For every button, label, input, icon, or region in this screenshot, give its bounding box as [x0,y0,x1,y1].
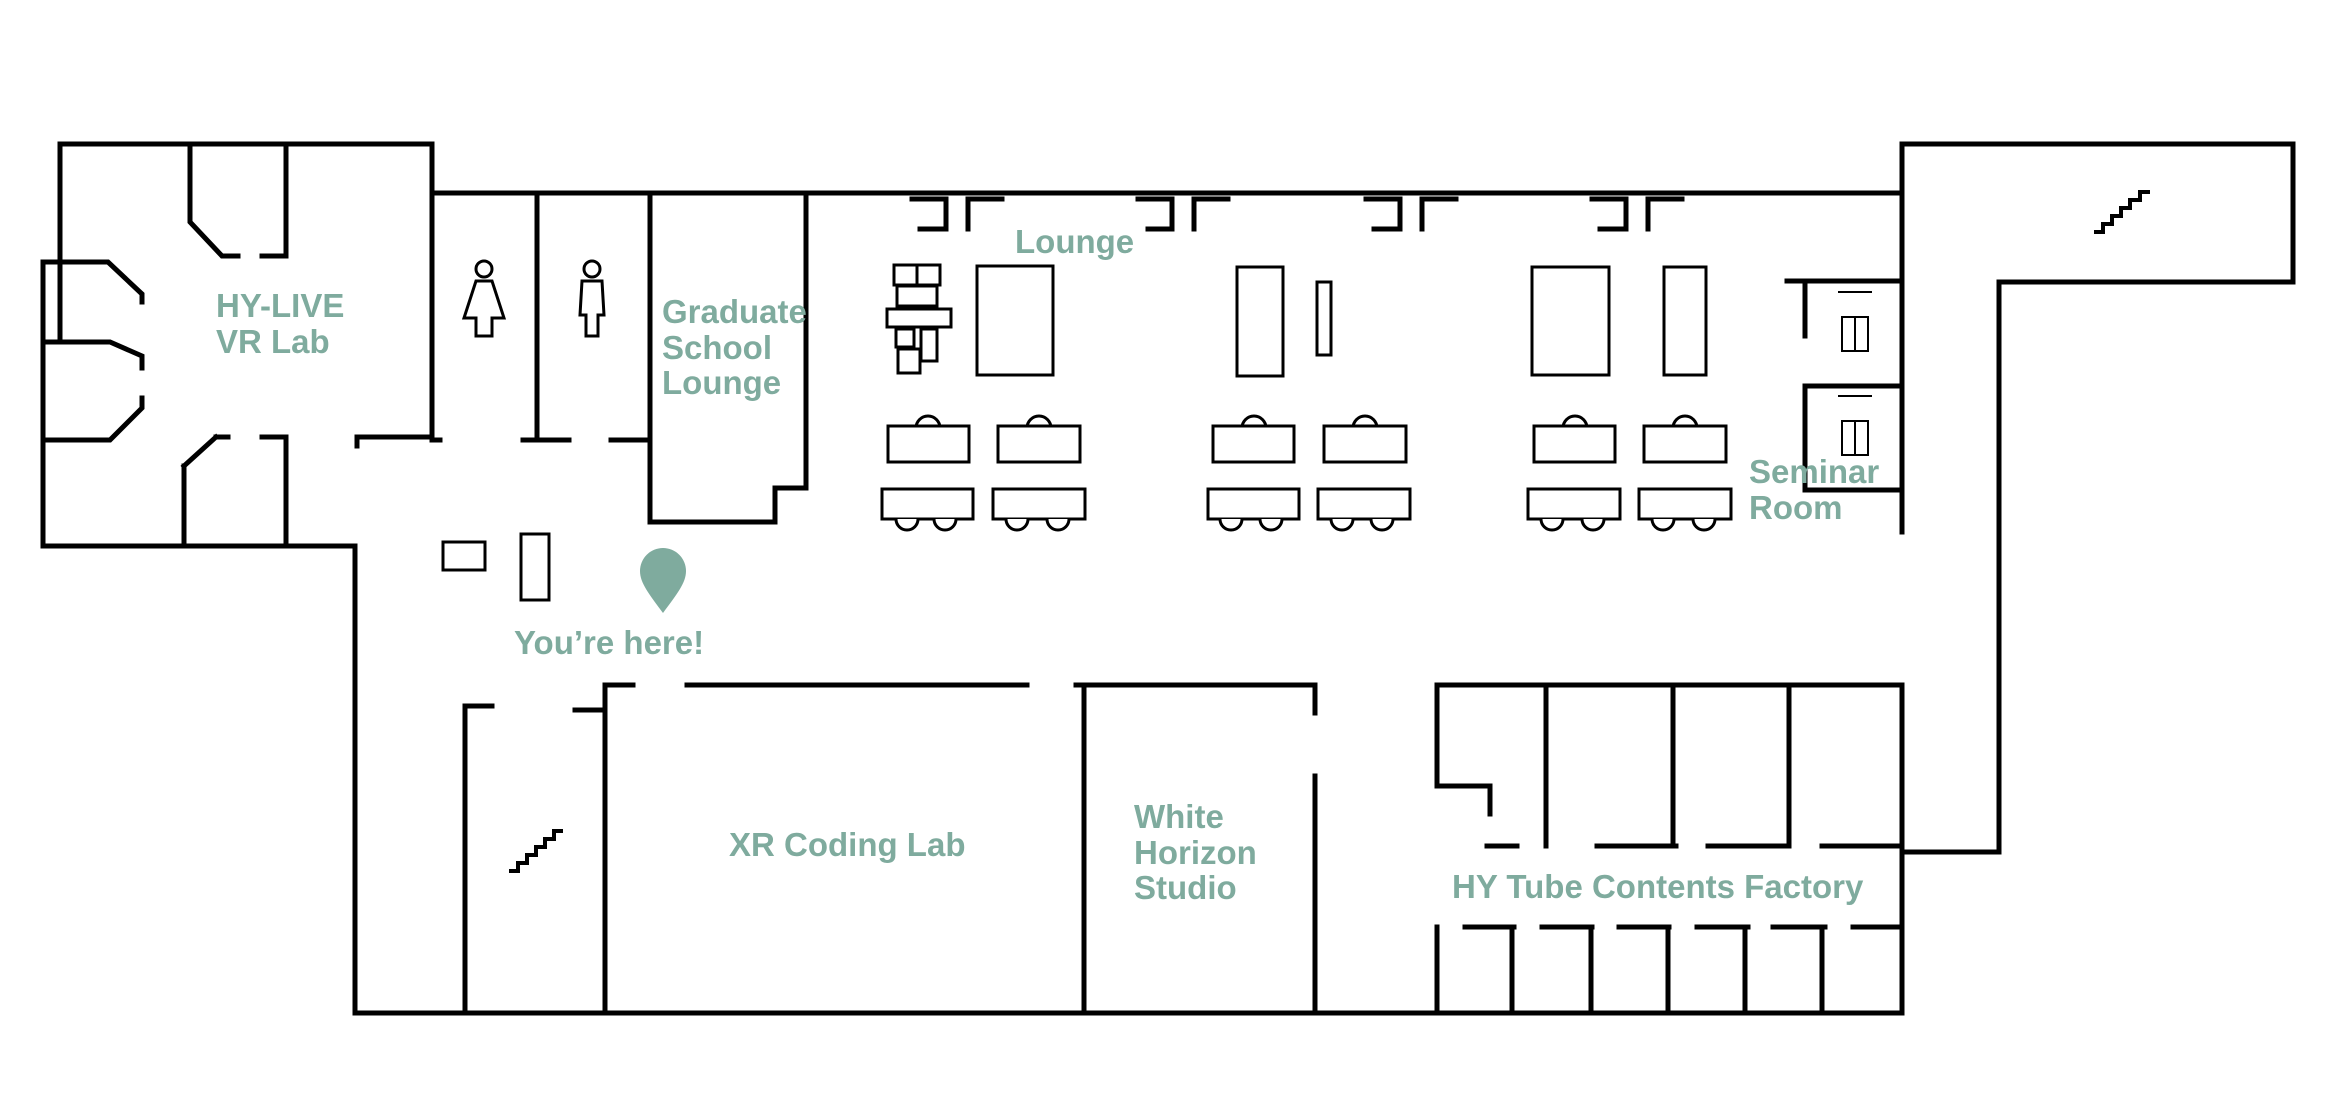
stairs-icon [2094,190,2150,234]
room-label-white-horizon: White Horizon Studio [1134,798,1257,907]
desks [880,414,1733,532]
room-label-graduate-lounge: Graduate School Lounge [662,293,807,402]
location-pin-icon [640,548,686,613]
stairs-icon [509,829,563,873]
room-label-lounge: Lounge [1015,223,1135,260]
you-are-here-label: You’re here! [514,624,705,661]
room-label-hylive: HY-LIVE VR Lab [216,287,345,360]
woman-restroom-icon [461,259,507,338]
room-label-xr-coding-lab: XR Coding Lab [729,826,966,863]
walls [40,141,2296,1016]
room-label-seminar: Seminar Room [1749,453,1880,526]
seminar-tables [1838,291,1872,456]
man-restroom-icon [578,259,606,338]
furniture [441,263,1708,602]
room-label-hy-tube: HY Tube Contents Factory [1452,868,1864,905]
